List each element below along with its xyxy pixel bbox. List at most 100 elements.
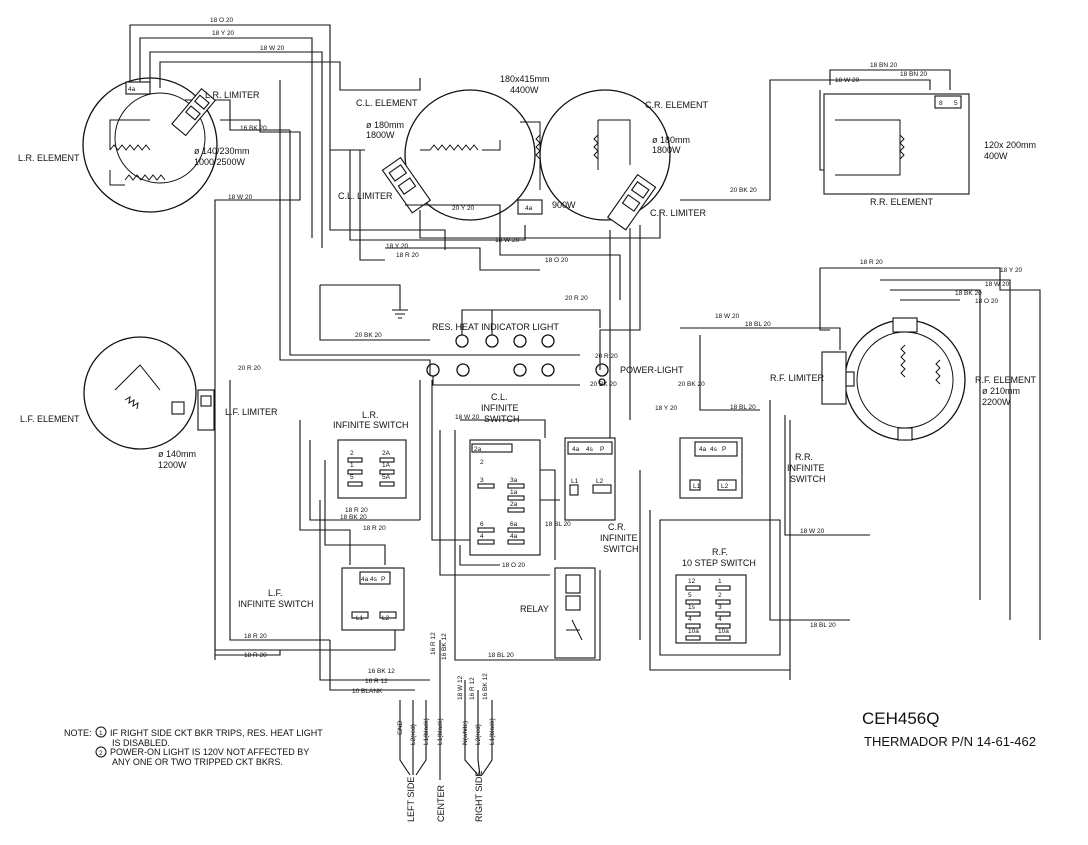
wire-label: 16 BK 12: [441, 633, 448, 660]
wire-label: 18 R 20: [860, 259, 883, 266]
rf-element-spec: 2200W: [982, 397, 1011, 407]
part-number: THERMADOR P/N 14-61-462: [864, 734, 1036, 749]
rr-element: [823, 93, 970, 195]
wire-label: 18 Y 20: [1000, 267, 1023, 274]
wire-label: 18 W 12: [457, 675, 464, 700]
wire-label: 16 R 12: [430, 632, 437, 655]
cl-element-spec: ø 180mm: [366, 120, 404, 130]
terminal-label: 1A: [382, 462, 391, 469]
wire-label: 20 R 20: [238, 365, 261, 372]
ground-icon: [392, 290, 408, 319]
rf-switch-label: R.F.: [712, 547, 728, 557]
wire-label: 18 BN 20: [870, 62, 897, 69]
cr-switch-label: SWITCH: [603, 544, 639, 554]
wire-label: 20 BK 20: [590, 381, 617, 388]
terminal-label: L2: [382, 615, 390, 622]
wire-label: 18 BL 20: [745, 321, 771, 328]
rf-element: [844, 317, 966, 441]
wire-label: 18 W 20: [985, 281, 1010, 288]
lr-element-spec: ø 140/230mm: [194, 146, 250, 156]
terminal-label: 12: [688, 578, 696, 585]
cr-limiter: [606, 173, 657, 231]
terminal-label: 1s: [688, 604, 696, 611]
wire-label: 18 R 20: [244, 633, 267, 640]
note-1-number: 1: [99, 730, 103, 737]
wire-label: 18 BL 20: [545, 521, 571, 528]
relay: [554, 567, 596, 659]
terminal-label: 4: [718, 616, 722, 623]
note-1-text: IF RIGHT SIDE CKT BKR TRIPS, RES. HEAT L…: [110, 728, 323, 738]
terminal-label: 4a: [361, 576, 369, 583]
supply-lead-label: L2(red): [475, 724, 482, 745]
terminal-label: 10a: [688, 628, 699, 635]
supply-lead-label: L1(black): [423, 718, 430, 745]
lf-limiter-label: L.F. LIMITER: [225, 407, 278, 417]
terminal-label: 6a: [510, 521, 518, 528]
rf-10-step-switch: [649, 510, 790, 671]
terminal-label: P: [600, 446, 604, 453]
lf-infinite-switch: [341, 567, 405, 631]
lf-element-label: L.F. ELEMENT: [20, 414, 80, 424]
note-2-text: POWER-ON LIGHT IS 120V NOT AFFECTED BY: [110, 747, 309, 757]
terminal-label: 4s: [370, 576, 378, 583]
wire-label: 20 R 20: [565, 295, 588, 302]
res-heat-indicator-label: RES. HEAT INDICATOR LIGHT: [432, 322, 559, 332]
wire-label: 18 W 20: [495, 237, 520, 244]
terminal-label: 4: [480, 533, 484, 540]
supply-lead-label: GND: [397, 720, 404, 735]
cl-switch-label: SWITCH: [484, 414, 520, 424]
top-harness: [129, 24, 951, 651]
wire-label: 18 W 20: [455, 414, 480, 421]
wire-label: 18 R 20: [345, 507, 368, 514]
lr-element-label: L.R. ELEMENT: [18, 153, 80, 163]
wire-label: 20 Y 20: [452, 205, 475, 212]
cr-element-label: C.R. ELEMENT: [645, 100, 709, 110]
center-element-spec: 4400W: [510, 85, 539, 95]
cl-limiter-label: C.L. LIMITER: [338, 191, 393, 201]
terminal-label: 2a: [510, 501, 518, 508]
res-heat-indicator-lights: [426, 309, 601, 386]
supply-leads: [399, 640, 493, 780]
wire-label: 20 R 20: [595, 353, 618, 360]
wire-label: 18 O 20: [502, 562, 526, 569]
left-lower-harness: [214, 380, 430, 691]
supply-lead-label: L1(black): [489, 718, 496, 745]
wire-label: 18 BN 20: [900, 71, 927, 78]
note-2-number: 2: [99, 750, 103, 757]
terminal-label: P: [722, 446, 726, 453]
wire-label: 18 R 20: [363, 525, 386, 532]
terminal-label: L2: [596, 478, 604, 485]
terminal-label: 4a: [128, 86, 136, 93]
cl-infinite-switch: [469, 439, 541, 556]
wire-label: 18 W 20: [800, 528, 825, 535]
note-2-text: ANY ONE OR TWO TRIPPED CKT BKRS.: [112, 757, 283, 767]
wire-label: 18 R 20: [244, 652, 267, 659]
wire-label: 18 Y 20: [386, 243, 409, 250]
terminal-label: L1: [693, 483, 701, 490]
lr-switch-label: INFINITE SWITCH: [333, 420, 409, 430]
terminal-label: L1: [356, 615, 364, 622]
wire-label: 16 BK 12: [368, 668, 395, 675]
right-harness: [639, 267, 1041, 680]
wire-label: 16 R 12: [469, 677, 476, 700]
lf-limiter: [197, 389, 215, 431]
lf-switch-label: INFINITE SWITCH: [238, 599, 314, 609]
center-element-spec: 180x415mm: [500, 74, 550, 84]
terminal-label: 3: [480, 477, 484, 484]
center-harness: [279, 80, 661, 440]
wire-label: 18 O 20: [975, 298, 999, 305]
note-1-marker: [95, 726, 107, 738]
wire-label: 16 BK 12: [482, 673, 489, 700]
terminal-label: 5: [350, 474, 354, 481]
lr-limiter: [171, 87, 217, 137]
terminal-label: 5: [688, 592, 692, 599]
cl-switch-label: INFINITE: [481, 403, 519, 413]
terminal-label: 1: [718, 578, 722, 585]
center-bridge: [517, 121, 543, 215]
rr-infinite-switch: [679, 437, 743, 499]
rr-element-spec: 400W: [984, 151, 1008, 161]
right-side-label: RIGHT SIDE: [474, 771, 484, 822]
note-2-marker: [95, 746, 107, 758]
wire-label: 18 O 20: [210, 17, 234, 24]
